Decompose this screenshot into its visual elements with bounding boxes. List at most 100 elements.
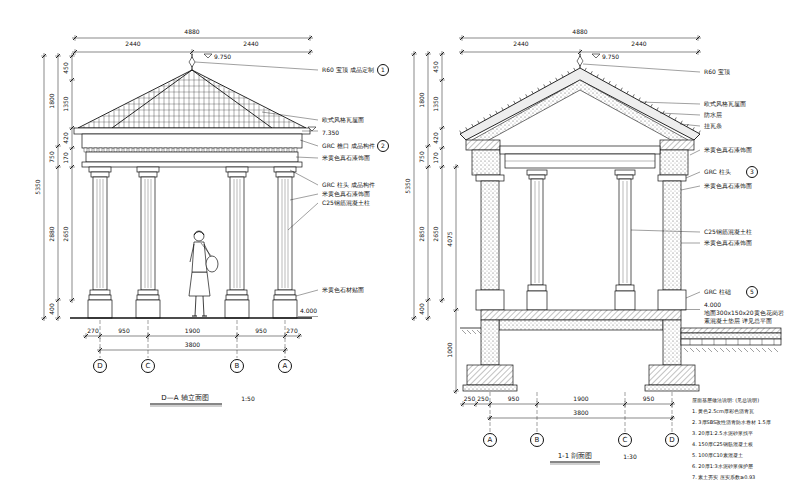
material-label: C25钢筋混凝土柱 xyxy=(704,229,752,235)
dimension-text: 950 xyxy=(255,328,266,334)
drawing-block xyxy=(134,148,137,152)
drawing-line xyxy=(463,401,464,407)
axis-bubble: A xyxy=(278,359,292,373)
drawing-line xyxy=(466,127,468,130)
dimension-text: 9.750 xyxy=(602,54,619,60)
drawing-line xyxy=(234,92,235,128)
drawing-line xyxy=(702,339,703,345)
dimension-text: 2850 xyxy=(419,226,425,241)
drawing-line xyxy=(73,50,77,54)
drawing-block xyxy=(229,148,232,152)
drawing-line xyxy=(75,35,76,41)
drawing-line xyxy=(440,126,444,130)
dimension-text: 4880 xyxy=(572,29,587,35)
drawing-line xyxy=(627,91,629,94)
drawing-line xyxy=(69,80,75,81)
drawing-line xyxy=(502,108,504,111)
drawing-block xyxy=(660,140,694,150)
drawing-line xyxy=(467,330,471,334)
drawing-line xyxy=(192,316,197,317)
drawing-block xyxy=(244,148,247,152)
detail-callout: 5 xyxy=(746,286,758,298)
drawing-line xyxy=(70,298,74,302)
drawing-line xyxy=(460,328,481,329)
dimension-text: 170 xyxy=(433,152,439,163)
dimension-text: 420 xyxy=(63,132,69,143)
dimension-text: 270 xyxy=(286,328,297,334)
drawing-line xyxy=(297,334,301,338)
drawing-line xyxy=(56,144,60,148)
drawing-line xyxy=(714,348,718,352)
drawing-block xyxy=(89,295,111,300)
dimension-text: 450 xyxy=(433,61,439,72)
drawing-line xyxy=(461,402,465,406)
note-text: 屋面基层做法说明: (见总说明) xyxy=(692,398,759,403)
drawing-line xyxy=(462,330,466,334)
drawing-block xyxy=(137,295,159,300)
note-text: 4. 150厚C25钢筋混凝土板 xyxy=(692,442,753,447)
drawing-block xyxy=(224,148,227,152)
drawing-block xyxy=(104,148,107,152)
drawing-title: 1:50 xyxy=(241,396,254,402)
drawing-line xyxy=(454,389,458,393)
drawing-block xyxy=(284,148,287,152)
dimension-text: 2650 xyxy=(63,226,69,241)
drawing-line xyxy=(290,170,318,185)
drawing-line xyxy=(189,73,190,128)
drawing-block xyxy=(275,290,295,295)
drawing-line xyxy=(453,310,459,311)
drawing-line xyxy=(472,124,474,127)
drawing-line xyxy=(42,316,46,320)
drawing-line xyxy=(696,348,700,352)
drawing-line xyxy=(97,179,98,288)
drawing-title: 1:30 xyxy=(623,454,636,460)
axis-letter: C xyxy=(623,437,628,444)
drawing-block xyxy=(617,175,633,179)
dimension-text: 1800 xyxy=(49,93,55,108)
drawing-line xyxy=(202,316,207,317)
drawing-block xyxy=(86,152,298,162)
drawing-line xyxy=(164,85,165,128)
drawing-line xyxy=(234,179,235,288)
drawing-line xyxy=(412,52,416,56)
dimension-text: 1000 xyxy=(447,342,453,357)
drawing-block xyxy=(463,385,517,391)
drawing-line xyxy=(411,318,417,319)
drawing-line xyxy=(294,123,295,128)
drawing-block xyxy=(204,148,207,152)
drawing-block xyxy=(164,148,167,152)
drawing-line xyxy=(114,111,115,128)
axis-bubble: C xyxy=(141,359,155,373)
drawing-line xyxy=(591,71,593,74)
drawing-line xyxy=(264,108,265,128)
drawing-line xyxy=(681,186,700,190)
drawing-shape xyxy=(78,70,306,128)
drawing-line xyxy=(615,84,617,87)
drawing-line xyxy=(55,318,61,319)
drawing-block xyxy=(274,295,296,300)
drawing-block xyxy=(527,291,547,310)
dimension-text: 1800 xyxy=(419,92,425,107)
axis-letter: 1 xyxy=(381,67,385,73)
drawing-line xyxy=(639,98,641,101)
drawing-line xyxy=(56,54,60,58)
drawing-block xyxy=(89,167,111,172)
drawing-line xyxy=(70,317,312,318)
drawing-block xyxy=(234,148,237,152)
drawing-block xyxy=(472,150,500,175)
drawing-line xyxy=(288,203,318,230)
drawing-line xyxy=(201,243,212,257)
axis-letter: B xyxy=(535,437,540,444)
drawing-block xyxy=(499,320,663,330)
drawing-line xyxy=(675,117,677,120)
dimension-text: 1900 xyxy=(185,328,200,334)
note-text: 2. 3厚SBS改性沥青防水卷材 1.5厚 xyxy=(692,420,771,425)
dimension-text: 950 xyxy=(118,328,129,334)
drawing-line xyxy=(440,78,444,82)
dimension-text: 5350 xyxy=(405,178,411,193)
drawing-line xyxy=(89,123,90,128)
drawing-line xyxy=(526,94,528,97)
dimension-text: 4075 xyxy=(447,231,453,246)
drawing-line xyxy=(690,150,700,155)
drawing-line xyxy=(476,401,477,407)
